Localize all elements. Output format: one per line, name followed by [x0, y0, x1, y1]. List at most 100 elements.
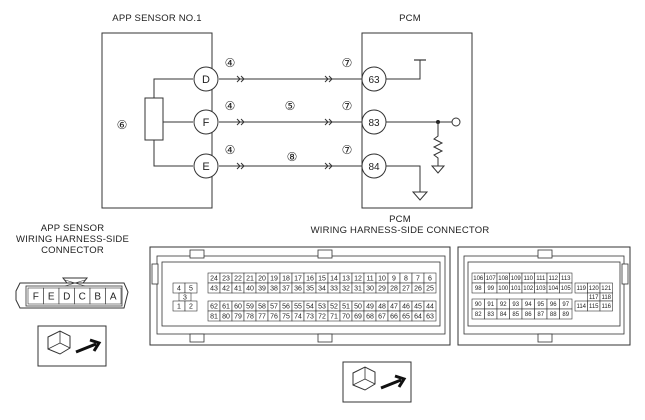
- pcm-harness-label: PCM WIRING HARNESS-SIDE CONNECTOR: [290, 214, 510, 236]
- pcm-pin-15: 15: [318, 276, 326, 283]
- app-harness-label-line3: CONNECTOR: [41, 245, 104, 256]
- pcm-pin-52: 52: [330, 304, 338, 311]
- pcm-pin-118: 118: [601, 295, 611, 301]
- pcm-pin-35: 35: [306, 286, 314, 293]
- pcm-pin-19: 19: [270, 276, 278, 283]
- pcm-pin-8: 8: [404, 276, 408, 283]
- pcm-pin-61: 61: [222, 304, 230, 311]
- app-pin-d: D: [63, 292, 70, 303]
- pcm-pin-69: 69: [354, 314, 362, 321]
- pcm-pin-108: 108: [498, 276, 509, 282]
- pcm-pin-82: 82: [475, 312, 482, 318]
- pcm-pin-45: 45: [414, 304, 422, 311]
- pcm-pin-77: 77: [258, 314, 266, 321]
- pcm-pin-110: 110: [523, 276, 533, 282]
- pcm-pin-47: 47: [390, 304, 398, 311]
- app-sensor-title: APP SENSOR NO.1: [112, 13, 202, 24]
- pcm-pin-22: 22: [234, 276, 242, 283]
- pcm-pin-106: 106: [473, 276, 484, 282]
- pcm-connector-main-body: [149, 246, 451, 346]
- pcm-pin-25: 25: [426, 286, 434, 293]
- ground-symbol-pcm: [411, 191, 429, 201]
- pull-down-resistor: [432, 122, 444, 166]
- pcm-pin-91: 91: [487, 302, 494, 308]
- pcm-output-node: [451, 117, 461, 127]
- pcm-pin-24: 24: [210, 276, 218, 283]
- pcm-pin-68: 68: [366, 314, 374, 321]
- pcm-pin-105-cell: [559, 282, 573, 294]
- wire-marker-d-right: ⑦: [342, 56, 353, 70]
- pcm-pin-78: 78: [246, 314, 254, 321]
- app-pin-c: C: [79, 292, 86, 303]
- pcm-pin-26: 26: [414, 286, 422, 293]
- pcm-pin-4: 4: [177, 286, 181, 293]
- pcm-pin-1: 1: [177, 304, 181, 311]
- sensor-element: [144, 97, 164, 141]
- sensor-note-marker: ⑥: [117, 118, 128, 132]
- ground-symbol-resistor: [430, 165, 446, 174]
- pcm-pin-99: 99: [487, 286, 494, 292]
- pcm-pin-101: 101: [511, 286, 522, 292]
- pcm-pin-67: 67: [378, 314, 386, 321]
- pcm-pin-93: 93: [512, 302, 519, 308]
- pcm-pin-58: 58: [258, 304, 266, 311]
- view-direction-indicator-app: [37, 325, 107, 367]
- pcm-title: PCM: [399, 13, 421, 24]
- pcm-pin-53: 53: [318, 304, 326, 311]
- pcm-pin-5: 5: [189, 286, 193, 293]
- pcm-pin-2-cell: [184, 300, 198, 312]
- pcm-pin-62: 62: [210, 304, 218, 311]
- pcm-pin-87: 87: [537, 312, 544, 318]
- app-pin-a-cell: [105, 287, 122, 305]
- pcm-pin-104: 104: [548, 286, 559, 292]
- pcm-pin-27: 27: [402, 286, 410, 293]
- wire-marker-e-left: ④: [225, 143, 236, 157]
- pcm-pin-75: 75: [282, 314, 290, 321]
- pcm-pin-97: 97: [562, 302, 569, 308]
- app-pin-a: A: [110, 292, 117, 303]
- view-direction-indicator-pcm: [342, 361, 412, 403]
- pcm-pin-29: 29: [378, 286, 386, 293]
- pcm-pin-54: 54: [306, 304, 314, 311]
- pcm-pin-117: 117: [589, 295, 599, 301]
- pcm-pin-9: 9: [392, 276, 396, 283]
- pcm-pin-44: 44: [426, 304, 434, 311]
- pcm-pin-31: 31: [354, 286, 362, 293]
- wire-marker-f-middle: ⑤: [285, 99, 296, 113]
- pcm-pin-43: 43: [210, 286, 218, 293]
- pcm-pin-48: 48: [378, 304, 386, 311]
- pcm-pin-51: 51: [342, 304, 350, 311]
- pcm-pin-18: 18: [282, 276, 290, 283]
- pcm-pin-103: 103: [536, 286, 547, 292]
- pcm-pin-113: 113: [561, 276, 571, 282]
- pcm-pin-60: 60: [234, 304, 242, 311]
- pcm-pin-38: 38: [270, 286, 278, 293]
- wire-marker-e-middle: ⑧: [287, 150, 298, 164]
- sensor-terminal-f: [193, 109, 219, 135]
- pcm-terminal-83-label: 83: [368, 118, 380, 129]
- pcm-pin-36: 36: [294, 286, 302, 293]
- wire-e-84: [219, 162, 362, 170]
- pcm-harness-label-line2: WIRING HARNESS-SIDE CONNECTOR: [310, 225, 490, 236]
- pcm-terminal-84-label: 84: [368, 162, 380, 173]
- pcm-pin-21: 21: [246, 276, 254, 283]
- pcm-pin-63: 63: [426, 314, 434, 321]
- pcm-pin-92: 92: [500, 302, 507, 308]
- pcm-pin-46: 46: [402, 304, 410, 311]
- sensor-terminal-f-label: F: [203, 117, 210, 129]
- pcm-pin-86: 86: [525, 312, 532, 318]
- pcm-pin-84: 84: [500, 312, 507, 318]
- pcm-pin-88: 88: [550, 312, 557, 318]
- pcm-pin-63-cell: [423, 310, 437, 322]
- pcm-pin-72: 72: [318, 314, 326, 321]
- app-pin-b: B: [94, 292, 101, 303]
- pcm-pin-81: 81: [210, 314, 218, 321]
- pcm-pin-33: 33: [330, 286, 338, 293]
- pcm-pin-39: 39: [258, 286, 266, 293]
- pcm-pin-11: 11: [366, 276, 373, 283]
- pcm-pin-94: 94: [525, 302, 532, 308]
- pcm-pin-55: 55: [294, 304, 302, 311]
- pcm-pin-89: 89: [562, 312, 569, 318]
- pcm-pin-49: 49: [366, 304, 374, 311]
